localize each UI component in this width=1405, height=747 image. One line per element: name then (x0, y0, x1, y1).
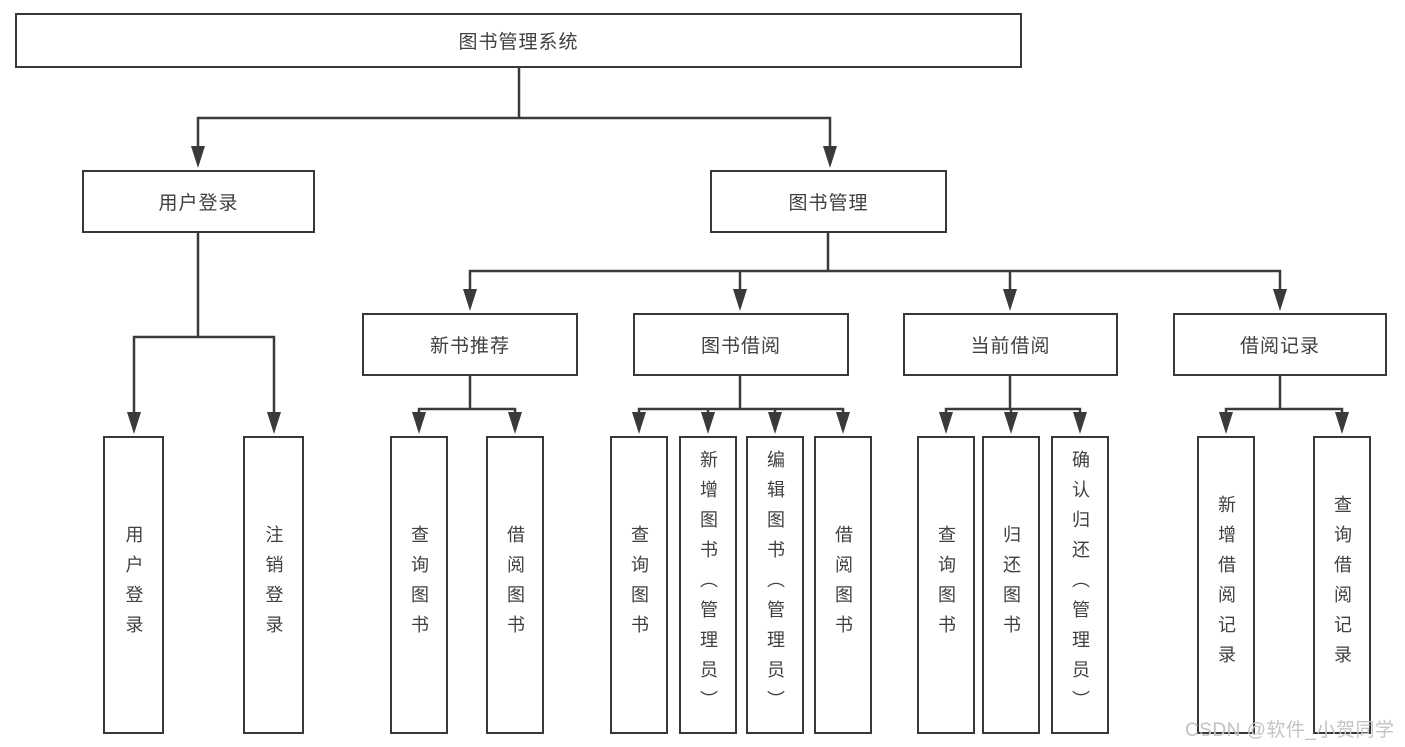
node-book-management: 图书管理 (710, 170, 947, 233)
node-library-management-system: 图书管理系统 (15, 13, 1022, 68)
node-book-borrowing: 图书借阅 (633, 313, 849, 376)
arrowheads (127, 146, 1349, 434)
leaf-br-add-record: 新增借阅记录 (1197, 436, 1255, 734)
node-new-book-recommendation: 新书推荐 (362, 313, 578, 376)
leaf-bb-edit-book-admin: 编辑图书（管理员） (746, 436, 804, 734)
leaf-bb-query-book: 查询图书 (610, 436, 668, 734)
csdn-watermark: CSDN @软件_小贺同学 (1185, 720, 1395, 741)
node-borrowing-records: 借阅记录 (1173, 313, 1387, 376)
leaf-logout: 注销登录 (243, 436, 304, 734)
leaf-bb-add-book-admin: 新增图书（管理员） (679, 436, 737, 734)
leaf-br-query-record: 查询借阅记录 (1313, 436, 1371, 734)
node-user-login: 用户登录 (82, 170, 315, 233)
leaf-rec-borrow-book: 借阅图书 (486, 436, 544, 734)
leaf-cb-return-book: 归还图书 (982, 436, 1040, 734)
leaf-cb-query-book: 查询图书 (917, 436, 975, 734)
leaf-cb-confirm-return-admin: 确认归还（管理员） (1051, 436, 1109, 734)
leaf-rec-query-book: 查询图书 (390, 436, 448, 734)
leaf-bb-borrow-book: 借阅图书 (814, 436, 872, 734)
leaf-user-login: 用户登录 (103, 436, 164, 734)
node-current-borrowing: 当前借阅 (903, 313, 1118, 376)
